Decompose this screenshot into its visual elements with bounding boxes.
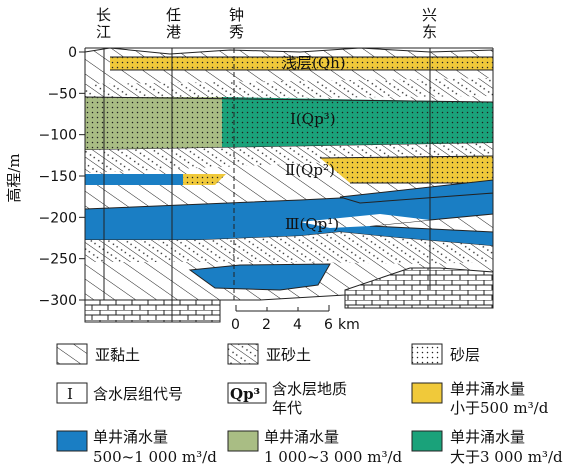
well-labels: 长江 任港 钟秀 兴东 bbox=[96, 6, 437, 41]
aquifer-3-lower-lens bbox=[188, 263, 331, 291]
y-axis-label: 高程/m bbox=[5, 153, 23, 202]
legend-swatch-yield-gt3000 bbox=[411, 430, 443, 452]
scale-unit: km bbox=[338, 317, 360, 333]
bedrock-left bbox=[84, 299, 221, 323]
cross-section bbox=[84, 47, 494, 323]
legend: 亚黏土 亚砂土 砂层 Ⅰ 含水层组代号 Qp³ 含水层地质 年代 单井涌水量 小… bbox=[56, 343, 563, 466]
legend-swatch-aquifer-code bbox=[56, 382, 88, 404]
legend-swatch-yield-1000-3000 bbox=[227, 430, 259, 452]
y-tick-label: −200 bbox=[39, 210, 77, 226]
y-tick-label: −250 bbox=[39, 252, 77, 268]
legend-label-yield-500-1000-2: 500~1 000 m³/d bbox=[93, 448, 217, 466]
y-tick-label: −150 bbox=[39, 169, 77, 185]
scale-tick-0: 0 bbox=[231, 317, 240, 333]
well-label-zhongxiu: 钟秀 bbox=[229, 6, 244, 41]
well-label-changjiang: 长江 bbox=[96, 6, 111, 41]
y-tick-label: 0 bbox=[68, 45, 77, 61]
legend-swatch-sandy-clay bbox=[227, 343, 259, 365]
scale-tick-6: 6 bbox=[324, 317, 333, 333]
layer-label-shallow: 浅层(Qh) bbox=[282, 54, 346, 72]
legend-swatch-geo-age bbox=[227, 382, 267, 404]
aquifer-2-blue-left bbox=[85, 174, 183, 185]
legend-swatch-sand bbox=[411, 343, 443, 365]
scale-bar: 0 2 4 6 km bbox=[231, 305, 360, 333]
legend-label-yield-500-1000-1: 单井涌水量 bbox=[93, 428, 168, 446]
legend-label-yield-lt500-1: 单井涌水量 bbox=[450, 380, 525, 398]
legend-symbol-geo-age: Qp³ bbox=[230, 385, 260, 403]
layer-labels: 浅层(Qh) Ⅰ(Qp³) Ⅱ(Qp²) Ⅲ(Qp¹) bbox=[282, 54, 346, 233]
legend-swatch-clay bbox=[56, 343, 88, 365]
legend-label-yield-lt500-2: 小于500 m³/d bbox=[450, 399, 549, 417]
layer-label-aquifer3: Ⅲ(Qp¹) bbox=[285, 215, 339, 233]
scale-tick-4: 4 bbox=[293, 317, 302, 333]
well-label-xingdong: 兴东 bbox=[422, 6, 437, 41]
well-label-rengang: 任港 bbox=[166, 6, 181, 41]
y-tick-label: −100 bbox=[39, 128, 77, 144]
layer-label-aquifer2: Ⅱ(Qp²) bbox=[285, 161, 335, 179]
sandy-clay-upper bbox=[85, 78, 493, 100]
legend-symbol-aquifer-code: Ⅰ bbox=[67, 385, 73, 403]
legend-label-yield-1000-3000-2: 1 000~3 000 m³/d bbox=[264, 448, 403, 466]
legend-label-geo-age-1: 含水层地质 bbox=[272, 380, 347, 398]
legend-label-sand: 砂层 bbox=[450, 346, 480, 364]
legend-label-sandy-clay: 亚砂土 bbox=[266, 346, 311, 364]
legend-label-yield-1000-3000-1: 单井涌水量 bbox=[264, 428, 339, 446]
y-tick-label: −50 bbox=[47, 86, 77, 102]
legend-label-aquifer-code: 含水层组代号 bbox=[93, 385, 183, 403]
legend-swatch-yield-lt500 bbox=[411, 382, 443, 404]
y-axis: 0 −50 −100 −150 −200 −250 −300 高程/m bbox=[5, 45, 86, 309]
legend-label-clay: 亚黏土 bbox=[95, 346, 140, 364]
legend-swatch-yield-500-1000 bbox=[56, 430, 88, 452]
y-tick-label: −300 bbox=[39, 293, 77, 309]
scale-tick-2: 2 bbox=[262, 317, 271, 333]
legend-label-geo-age-2: 年代 bbox=[272, 399, 302, 417]
layer-label-aquifer1: Ⅰ(Qp³) bbox=[290, 110, 336, 128]
legend-label-yield-gt3000-1: 单井涌水量 bbox=[450, 428, 525, 446]
legend-label-yield-gt3000-2: 大于3 000 m³/d bbox=[450, 448, 563, 466]
